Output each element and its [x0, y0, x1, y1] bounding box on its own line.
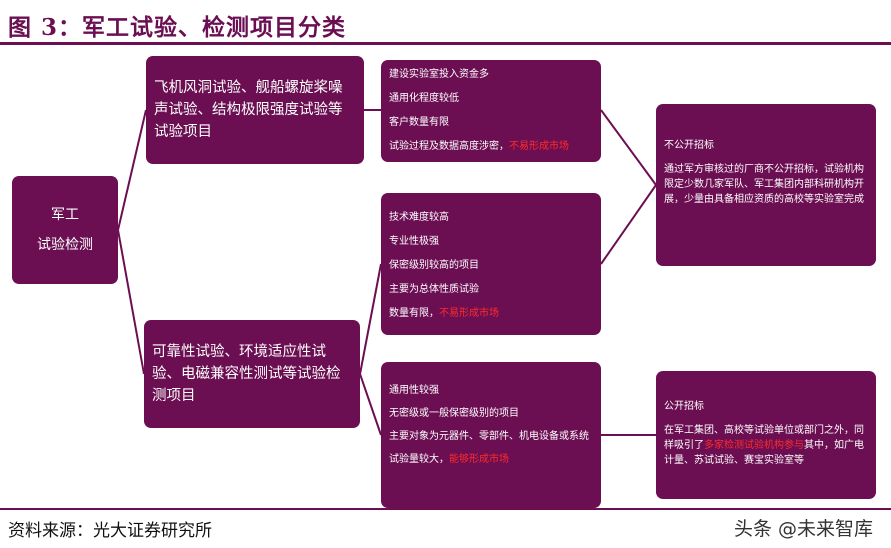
bidding-highlight: 多家检测试验机构参与	[704, 440, 804, 451]
feature-text: 试验量较大，	[389, 454, 449, 465]
connector-root-mid2	[117, 229, 145, 375]
feature-item-last: 数量有限，不易形成市场	[389, 307, 593, 321]
feature-item-last: 试验过程及数据高度涉密，不易形成市场	[389, 140, 593, 154]
features-box-general-tests: 通用性较强 无密级或一般保密级别的项目 主要对象为元器件、零部件、机电设备或系统…	[381, 362, 601, 508]
feature-highlight: 能够形成市场	[449, 454, 509, 465]
feature-item: 无密级或一般保密级别的项目	[389, 408, 519, 419]
feature-item: 主要为总体性质试验	[389, 284, 479, 295]
bidding-description: 通过军方审核过的厂商不公开招标，试验机构限定少数几家军队、军工集团内部科研机构开…	[664, 164, 864, 205]
bidding-description: 在军工集团、高校等试验单位或部门之外，同样吸引了多家检测试验机构参与其中，如广电…	[664, 423, 868, 468]
title-rule	[0, 42, 891, 45]
feature-item: 客户数量有限	[389, 117, 449, 128]
root-node-box: 军工 试验检测	[12, 176, 118, 284]
watermark: 头条 @未来智库	[733, 518, 873, 540]
category-text-reliability-tests: 可靠性试验、环境适应性试验、电磁兼容性测试等试验检测项目	[152, 344, 341, 404]
feature-text: 数量有限，	[389, 308, 439, 319]
bidding-text: 在军工集团、高校等试验单位或部门之外，同样吸引了	[664, 425, 864, 451]
bidding-box-private: 不公开招标 通过军方审核过的厂商不公开招标，试验机构限定少数几家军队、军工集团内…	[656, 104, 876, 266]
feature-item: 建设实验室投入资金多	[389, 69, 489, 80]
feature-item: 通用性较强	[389, 385, 439, 396]
figure-title: 图 3：军工试验、检测项目分类	[8, 14, 347, 41]
feature-item-last: 试验量较大，能够形成市场	[389, 453, 593, 467]
source-rule	[0, 508, 891, 510]
feature-item: 专业性极强	[389, 236, 439, 247]
root-node-line1: 军工	[51, 207, 79, 223]
connector-list2-right1	[600, 184, 657, 265]
feature-highlight: 不易形成市场	[439, 308, 499, 319]
features-box-large-tests: 建设实验室投入资金多 通用化程度较低 客户数量有限 试验过程及数据高度涉密，不易…	[381, 60, 601, 162]
connector-list1-right1	[600, 109, 657, 186]
feature-text: 试验过程及数据高度涉密，	[389, 141, 509, 152]
bidding-text: 其中，如广电计量、苏试试验、赛宝实验室等	[664, 440, 864, 466]
feature-item: 主要对象为元器件、零部件、机电设备或系统	[389, 431, 589, 442]
connector-mid2-list3	[359, 373, 382, 436]
connector-root-mid1	[117, 109, 147, 231]
connector-mid2-list2	[359, 263, 382, 375]
feature-item: 保密级别较高的项目	[389, 260, 479, 271]
bidding-box-public: 公开招标 在军工集团、高校等试验单位或部门之外，同样吸引了多家检测试验机构参与其…	[656, 371, 876, 499]
category-text-large-tests: 飞机风洞试验、舰船螺旋桨噪声试验、结构极限强度试验等试验项目	[154, 80, 343, 140]
feature-highlight: 不易形成市场	[509, 141, 569, 152]
root-node-line2: 试验检测	[37, 237, 93, 253]
feature-item: 通用化程度较低	[389, 93, 459, 104]
features-box-total-tests: 技术难度较高 专业性极强 保密级别较高的项目 主要为总体性质试验 数量有限，不易…	[381, 193, 601, 335]
feature-item: 技术难度较高	[389, 212, 449, 223]
bidding-heading: 不公开招标	[664, 140, 714, 151]
category-box-large-tests: 飞机风洞试验、舰船螺旋桨噪声试验、结构极限强度试验等试验项目	[146, 56, 364, 164]
category-box-reliability-tests: 可靠性试验、环境适应性试验、电磁兼容性测试等试验检测项目	[144, 320, 360, 428]
source-note: 资料来源：光大证券研究所	[8, 521, 212, 541]
bidding-heading: 公开招标	[664, 401, 704, 412]
